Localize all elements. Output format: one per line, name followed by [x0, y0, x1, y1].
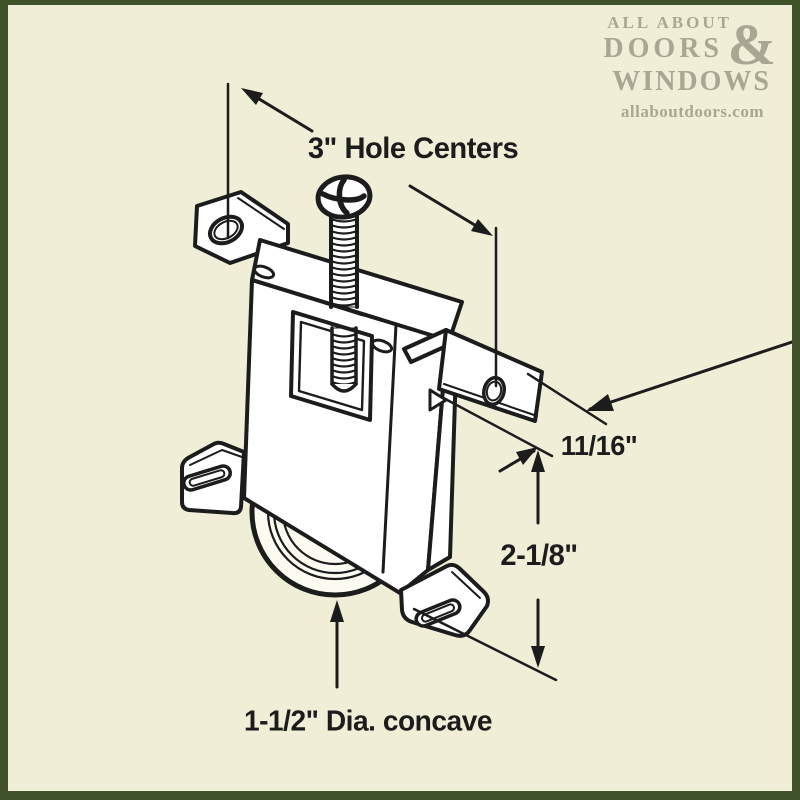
offset-extension-line-upper — [526, 372, 608, 426]
height-extension-line-bottom — [412, 607, 558, 682]
screw-thread-in-window — [330, 322, 358, 393]
logo-ampersand: & — [727, 12, 776, 77]
wheel-diameter-label: 1-1/2" Dia. concave — [243, 705, 493, 738]
offset-extension-line-lower — [434, 392, 554, 458]
right-mounting-bracket — [402, 328, 544, 423]
site-logo: ALL ABOUT DOORS WINDOWS allaboutdoors.co… — [594, 13, 776, 121]
offset-arrow-upper — [588, 340, 792, 411]
hole-centers-label: 3" Hole Centers — [307, 132, 519, 165]
mounting-screw — [315, 174, 373, 317]
bottom-right-mounting-tab — [399, 562, 490, 638]
rivet-hole-left — [252, 264, 276, 280]
housing-crease — [381, 323, 398, 574]
bottom-left-mounting-tab — [180, 440, 246, 516]
logo-line-doors: DOORS — [603, 33, 723, 64]
tab-slot — [414, 598, 462, 628]
rivet-hole-right — [370, 338, 394, 354]
logo-line-windows: WINDOWS — [612, 66, 771, 97]
bracket-offset-label: 11/16" — [560, 430, 638, 461]
dimension-lines — [226, 82, 792, 689]
tab-hole — [207, 214, 245, 246]
logo-website-text: allaboutdoors.com — [620, 102, 764, 121]
logo-line-all-about: ALL ABOUT — [607, 13, 732, 32]
tab-slot — [181, 464, 233, 492]
screw-head — [315, 174, 373, 220]
bracket-height-label: 2-1/8" — [500, 539, 578, 572]
bracket-face — [437, 328, 544, 423]
